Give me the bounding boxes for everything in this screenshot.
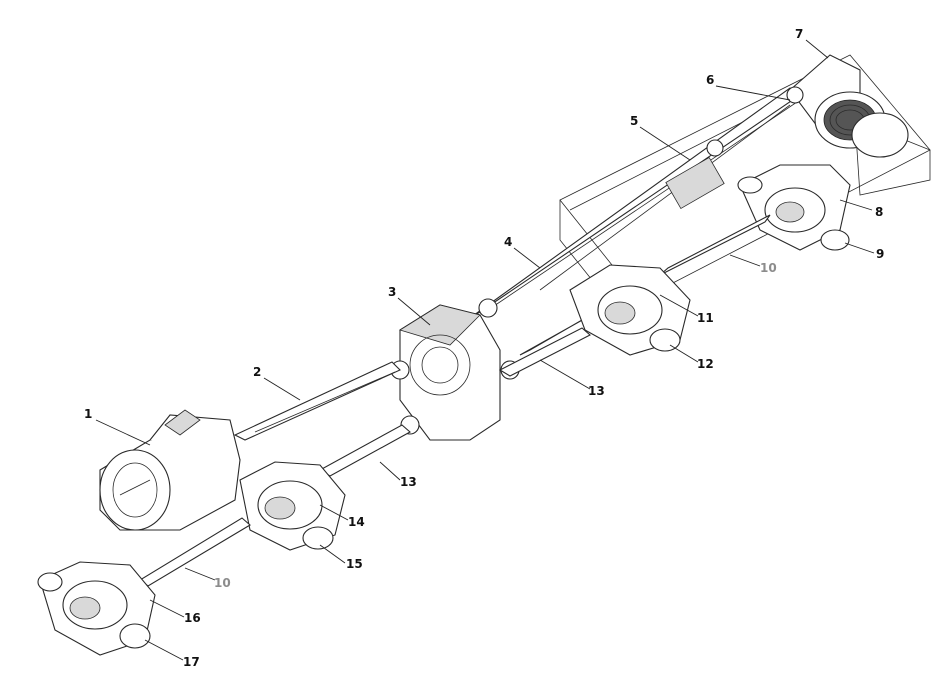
callout-2: 2 xyxy=(253,365,262,379)
front-axle-middle xyxy=(239,461,346,551)
front-axle xyxy=(37,561,156,656)
shaft-13-front xyxy=(318,424,411,477)
callout-11: 11 xyxy=(697,311,714,325)
callout-10-rear: 10 xyxy=(760,261,777,275)
callout-14: 14 xyxy=(348,515,365,529)
callout-10-front: 10 xyxy=(214,576,231,590)
gearbox xyxy=(99,409,241,531)
callout-12: 12 xyxy=(697,357,714,371)
rear-axle-rear xyxy=(737,164,851,251)
callout-15: 15 xyxy=(346,557,363,571)
callout-1: 1 xyxy=(84,407,93,421)
transfer-case xyxy=(390,304,520,441)
callout-5: 5 xyxy=(630,114,639,128)
callout-16: 16 xyxy=(184,611,201,625)
callout-9: 9 xyxy=(876,247,885,261)
callout-17: 17 xyxy=(183,655,200,669)
main-driveshaft xyxy=(233,361,401,441)
leader-lines xyxy=(95,39,875,661)
winch-drum xyxy=(789,54,909,158)
shaft-13-rear xyxy=(498,327,591,377)
callout-13-rear: 13 xyxy=(588,384,605,398)
callout-4: 4 xyxy=(504,235,513,249)
callout-7: 7 xyxy=(795,27,804,41)
callout-13-front: 13 xyxy=(400,475,417,489)
callout-8: 8 xyxy=(875,205,884,219)
rear-axle-middle xyxy=(569,264,691,356)
callout-6: 6 xyxy=(706,73,715,87)
callout-3: 3 xyxy=(388,285,397,299)
